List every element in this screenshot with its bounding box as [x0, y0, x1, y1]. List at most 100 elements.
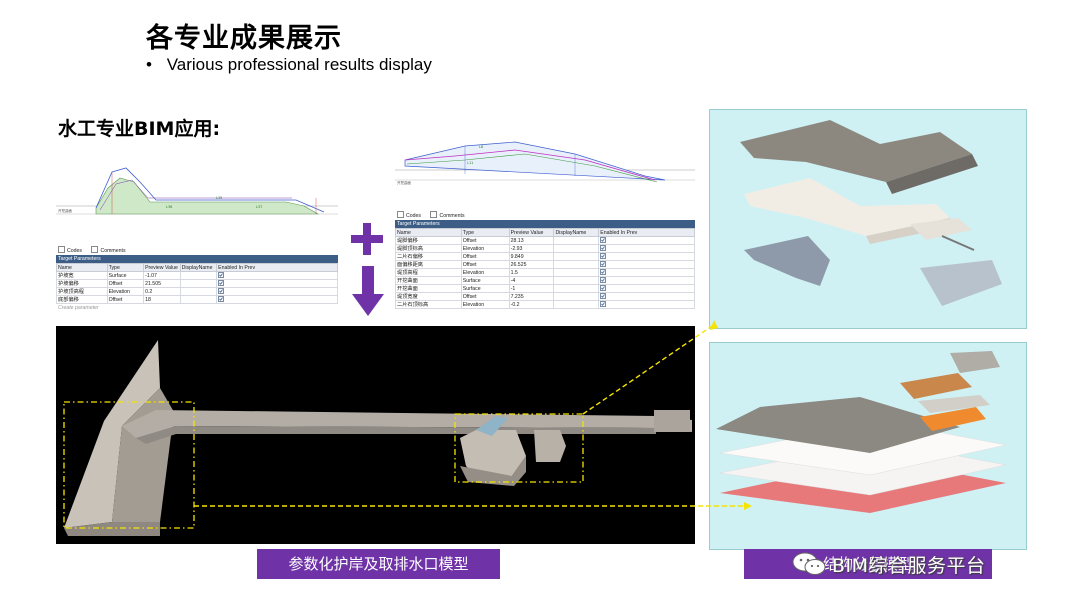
codes-option[interactable]: Codes [397, 211, 421, 219]
column-header[interactable]: Preview Value [143, 263, 181, 272]
name-cell: 护坡顶高程 [56, 287, 108, 296]
checked-checkbox-icon[interactable] [600, 261, 607, 267]
display-name-cell [553, 252, 600, 261]
display-name-cell [553, 244, 600, 253]
name-cell: 堤顶高程 [395, 268, 462, 277]
type-cell: Offset [460, 292, 510, 301]
name-cell: 护坡偏移 [56, 279, 108, 288]
name-cell: 堤脚顶标高 [395, 244, 462, 253]
checked-checkbox-icon[interactable] [218, 296, 225, 302]
checked-checkbox-icon[interactable] [218, 272, 225, 278]
checked-checkbox-icon[interactable] [218, 288, 225, 294]
preview-value-cell: 1.5 [508, 268, 555, 277]
column-header[interactable]: Enabled In Prev [216, 263, 338, 272]
preview-value-cell: -0.2 [508, 300, 555, 309]
type-cell: Offset [460, 252, 510, 261]
model-view-main [56, 326, 695, 544]
checkbox-icon[interactable] [430, 211, 438, 218]
checked-checkbox-icon[interactable] [600, 245, 607, 251]
model-view-layered-structure [709, 342, 1027, 550]
enabled-cell[interactable] [598, 284, 695, 293]
column-header[interactable]: DisplayName [553, 228, 600, 237]
enabled-cell[interactable] [216, 287, 338, 296]
enabled-cell[interactable] [598, 236, 695, 245]
enabled-cell[interactable] [598, 276, 695, 285]
preview-value-cell: -1 [508, 284, 555, 293]
column-header[interactable]: Type [106, 263, 145, 272]
column-header[interactable]: Name [56, 263, 108, 272]
enabled-cell[interactable] [598, 260, 695, 269]
bullet: • [146, 55, 152, 74]
column-header[interactable]: DisplayName [179, 263, 218, 272]
preview-value-cell: 21.505 [143, 279, 181, 288]
column-header[interactable]: Type [460, 228, 510, 237]
checked-checkbox-icon[interactable] [600, 277, 607, 283]
create-parameter-link[interactable]: Create parameter [58, 305, 99, 311]
watermark-text: BIM综合服务平台 [832, 554, 986, 577]
name-cell: 开挖曲面 [395, 276, 462, 285]
column-header[interactable]: Name [395, 228, 462, 237]
name-cell: 二片石偏移 [395, 252, 462, 261]
column-header[interactable]: Preview Value [508, 228, 555, 237]
checked-checkbox-icon[interactable] [600, 293, 607, 299]
name-cell: 开挖曲面 [395, 284, 462, 293]
comments-option[interactable]: Comments [430, 211, 465, 219]
display-name-cell [179, 287, 218, 296]
preview-value-cell: 9.849 [508, 252, 555, 261]
preview-value-cell: 18 [143, 295, 181, 304]
enabled-cell[interactable] [598, 252, 695, 261]
preview-value-cell: -2.93 [508, 244, 555, 253]
checkbox-icon[interactable] [397, 211, 404, 218]
svg-text:L11: L11 [467, 161, 473, 165]
column-header[interactable]: Enabled In Prev [598, 228, 695, 237]
checked-checkbox-icon[interactable] [218, 280, 225, 286]
preview-value-cell: -1.07 [143, 271, 181, 280]
enabled-cell[interactable] [598, 300, 695, 309]
panel-options: Codes Comments [395, 211, 695, 220]
enabled-cell[interactable] [216, 271, 338, 280]
enabled-cell[interactable] [598, 244, 695, 253]
checked-checkbox-icon[interactable] [600, 269, 607, 275]
enabled-cell[interactable] [216, 279, 338, 288]
type-cell: Offset [106, 295, 145, 304]
type-cell: Offset [106, 279, 145, 288]
codes-option[interactable]: Codes [58, 246, 82, 254]
enabled-cell[interactable] [216, 295, 338, 304]
checked-checkbox-icon[interactable] [600, 253, 607, 259]
comments-option[interactable]: Comments [91, 246, 126, 254]
checked-checkbox-icon[interactable] [600, 285, 607, 291]
watermark: BIM综合服务平台 [792, 548, 986, 580]
name-cell: 二片石顶标高 [395, 300, 462, 309]
checkbox-icon[interactable] [91, 246, 99, 253]
caption-layered-model: 结构分层模型 [744, 549, 992, 579]
slide-subtitle: • Various professional results display [146, 55, 432, 75]
model-view-exploded-revetment [709, 109, 1027, 329]
name-cell: 底部偏移 [56, 295, 108, 304]
checked-checkbox-icon[interactable] [600, 301, 607, 307]
enabled-cell[interactable] [598, 292, 695, 301]
name-cell: 面偏移距离 [395, 260, 462, 269]
checked-checkbox-icon[interactable] [600, 237, 607, 243]
name-cell: 护坡宽 [56, 271, 108, 280]
profile-drawing-left: L35 L36 L37 开挖曲面 [56, 148, 338, 224]
panel-header: Target Parameters [56, 255, 338, 263]
enabled-cell[interactable] [598, 268, 695, 277]
checkbox-icon[interactable] [58, 246, 65, 253]
svg-text:L36: L36 [166, 205, 172, 209]
